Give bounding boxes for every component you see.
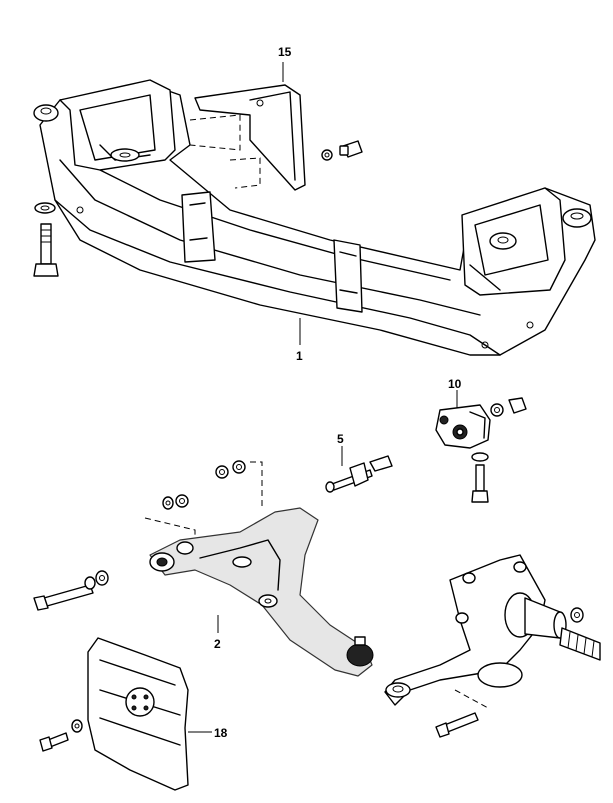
callout-18: 18	[214, 726, 228, 740]
part-10-bushing-bracket	[435, 390, 527, 503]
callout-10: 10	[448, 377, 462, 391]
part-18-shield	[39, 637, 212, 791]
subframe-crossmember	[33, 79, 596, 356]
steering-knuckle	[384, 554, 601, 738]
part-2-control-arm	[149, 507, 374, 677]
part-15-bracket	[189, 62, 363, 191]
callout-2: 2	[214, 637, 221, 651]
callout-1: 1	[296, 349, 303, 363]
mounting-bolt-left	[33, 202, 59, 277]
callout-5: 5	[337, 432, 344, 446]
part-5-bolt	[325, 446, 393, 493]
callout-15: 15	[278, 45, 292, 59]
arm-pivot-bolt	[33, 570, 109, 611]
